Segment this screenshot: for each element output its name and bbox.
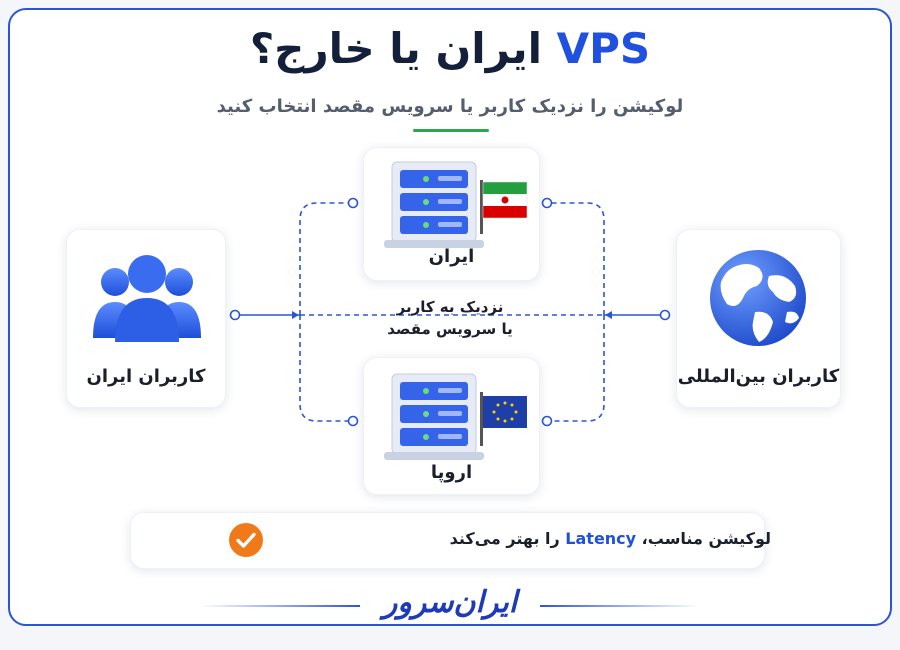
logo-line-right (540, 605, 700, 607)
banner-text: لوکیشن مناسب، Latency را بهتر می‌کند (431, 529, 771, 548)
iran-users-label: کاربران ایران (86, 366, 206, 387)
check-circle-icon (229, 523, 263, 557)
iran-flag-icon (480, 180, 528, 234)
server-rack-icon (384, 161, 484, 248)
iran-users-card: کاربران ایران (66, 229, 226, 408)
page-title: VPS ایران یا خارج؟ (0, 24, 900, 73)
iran-server-card: ایران (363, 147, 540, 281)
eu-flag-icon (480, 392, 527, 446)
center-line-2: یا سرویس مقصد (387, 320, 513, 338)
latency-banner: لوکیشن مناسب، Latency را بهتر می‌کند (130, 512, 771, 569)
subtitle-underline (413, 129, 489, 132)
globe-icon (710, 250, 806, 346)
subtitle: لوکیشن را نزدیک کاربر یا سرویس مقصد انتخ… (216, 96, 684, 117)
europe-server-card: اروپا (363, 357, 540, 495)
logo-line-left (200, 605, 360, 607)
server-rack-icon (384, 373, 484, 460)
international-users-card: کاربران بین‌المللی (676, 229, 841, 408)
international-users-label: کاربران بین‌المللی (677, 366, 840, 387)
iran-server-label: ایران (428, 246, 475, 267)
banner-after: را بهتر می‌کند (449, 529, 560, 548)
europe-server-label: اروپا (430, 462, 473, 483)
center-line-1: نزدیک به کاربر (396, 298, 504, 316)
center-caption: نزدیک به کاربر یا سرویس مقصد (340, 296, 560, 340)
title-main: ایران یا خارج؟ (249, 24, 542, 73)
users-group-icon (93, 255, 201, 342)
title-accent: VPS (556, 24, 651, 73)
banner-keyword: Latency (565, 529, 637, 548)
brand-logo: ایران‌سرور (382, 585, 518, 620)
banner-before: لوکیشن مناسب، (641, 529, 771, 548)
